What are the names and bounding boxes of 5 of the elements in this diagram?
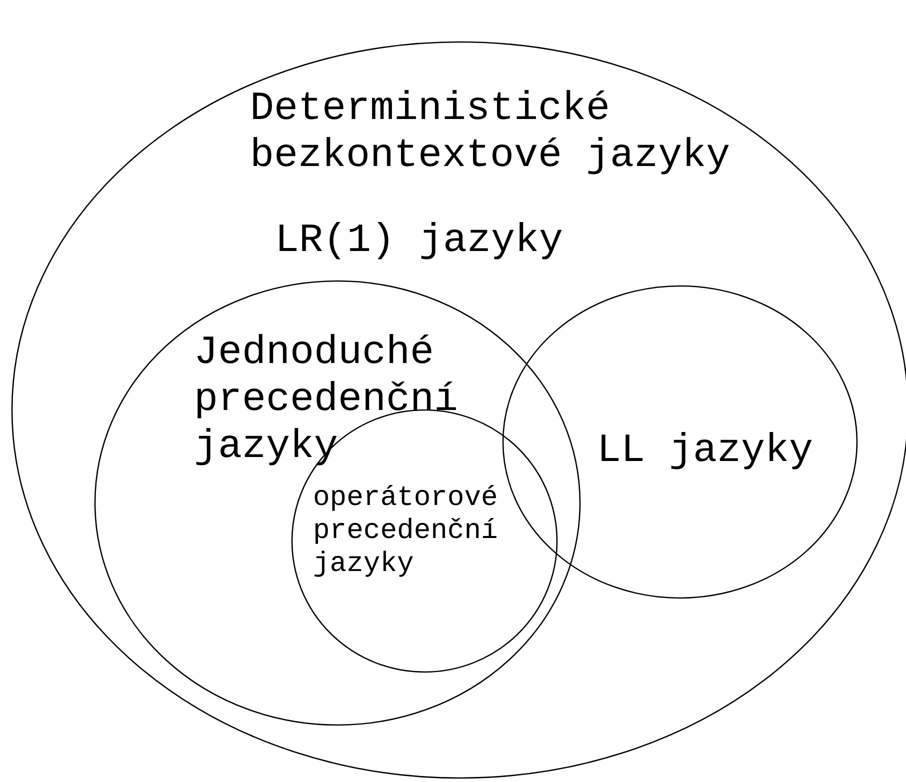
set-label: LL jazyky xyxy=(597,428,814,476)
set-label: operátorové precedenční jazyky xyxy=(313,482,499,582)
set-label: Deterministické bezkontextové jazyky xyxy=(250,86,732,180)
set-label: LR(1) jazyky xyxy=(275,218,564,266)
set-label: Jednoduché precedenční jazyky xyxy=(194,330,458,472)
